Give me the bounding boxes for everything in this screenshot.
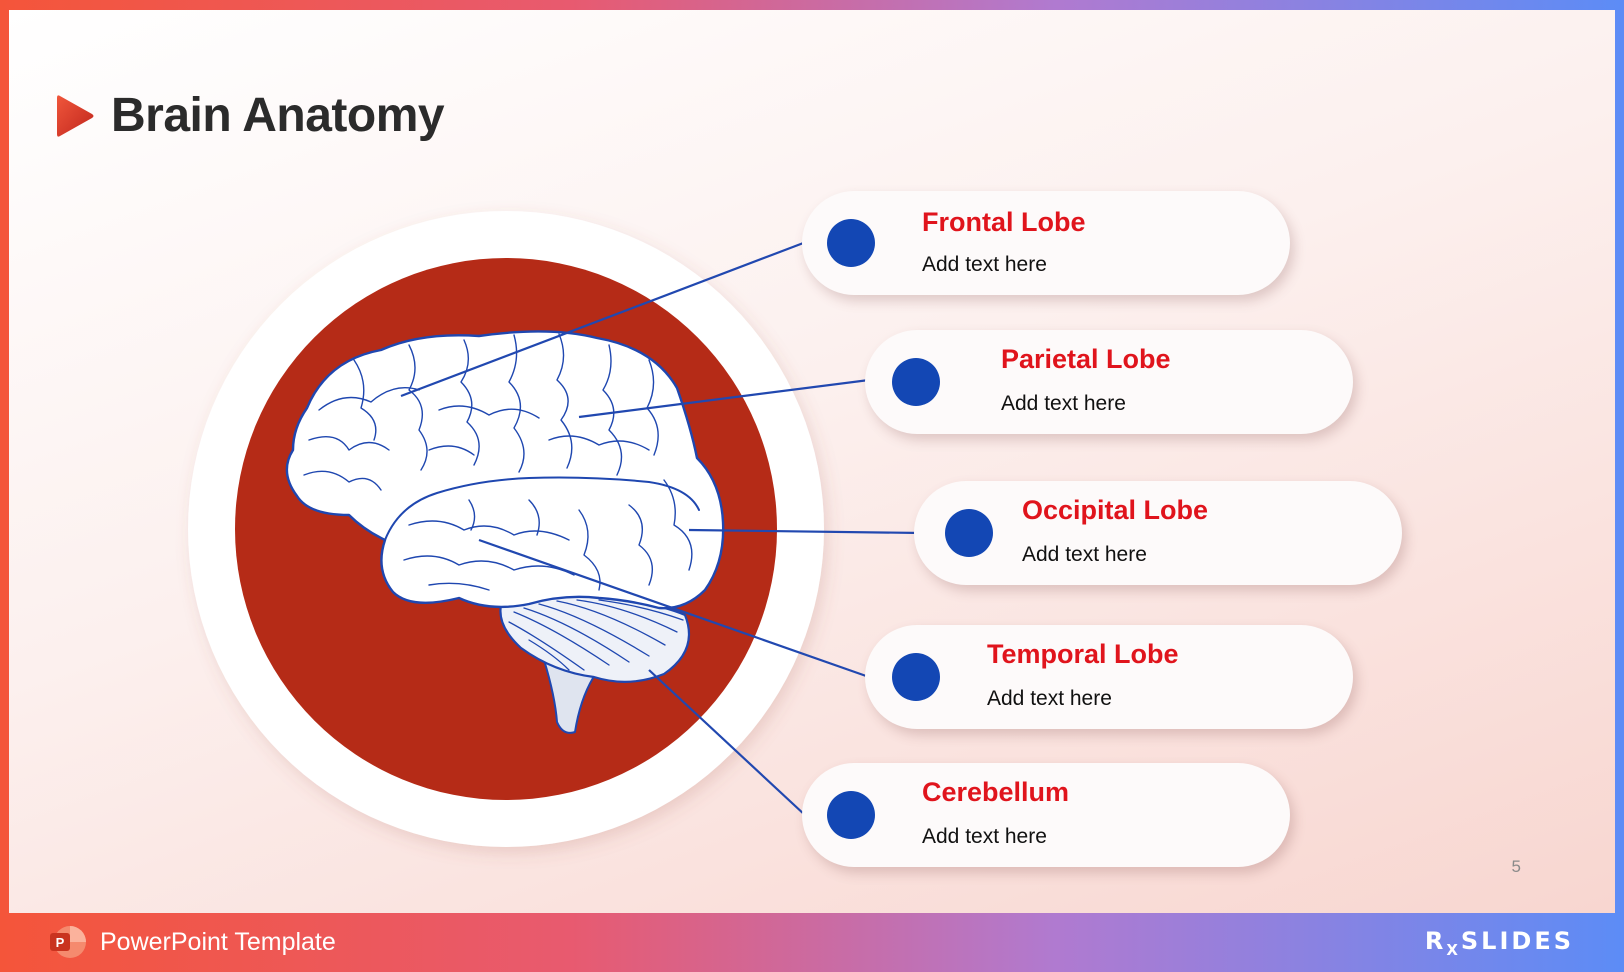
powerpoint-icon-letter: P: [56, 935, 65, 950]
marker-dot: [827, 791, 875, 839]
page-number: 5: [1512, 857, 1521, 877]
label-text: Add text here: [987, 687, 1112, 711]
marker-dot: [827, 219, 875, 267]
label-card-temporal-lobe: Temporal Lobe Add text here: [865, 625, 1353, 729]
slide: Brain Anatomy: [9, 10, 1615, 913]
powerpoint-icon: P: [48, 925, 86, 959]
label-text: Add text here: [1001, 392, 1126, 416]
label-title: Parietal Lobe: [1001, 344, 1171, 375]
brain-diagram: [9, 10, 1615, 913]
label-text: Add text here: [922, 253, 1047, 277]
brand-prefix: R: [1425, 927, 1446, 955]
label-title: Temporal Lobe: [987, 639, 1179, 670]
brand-name: SLIDES: [1461, 927, 1574, 955]
label-text: Add text here: [922, 825, 1047, 849]
label-title: Occipital Lobe: [1022, 495, 1208, 526]
marker-dot: [945, 509, 993, 557]
marker-dot: [892, 358, 940, 406]
label-text: Add text here: [1022, 543, 1147, 567]
label-card-frontal-lobe: Frontal Lobe Add text here: [802, 191, 1290, 295]
label-card-cerebellum: Cerebellum Add text here: [802, 763, 1290, 867]
label-card-occipital-lobe: Occipital Lobe Add text here: [914, 481, 1402, 585]
label-title: Frontal Lobe: [922, 207, 1086, 238]
label-card-parietal-lobe: Parietal Lobe Add text here: [865, 330, 1353, 434]
marker-dot: [892, 653, 940, 701]
label-title: Cerebellum: [922, 777, 1069, 808]
brand-sub: X: [1446, 941, 1458, 959]
footer-label: PowerPoint Template: [100, 928, 336, 957]
